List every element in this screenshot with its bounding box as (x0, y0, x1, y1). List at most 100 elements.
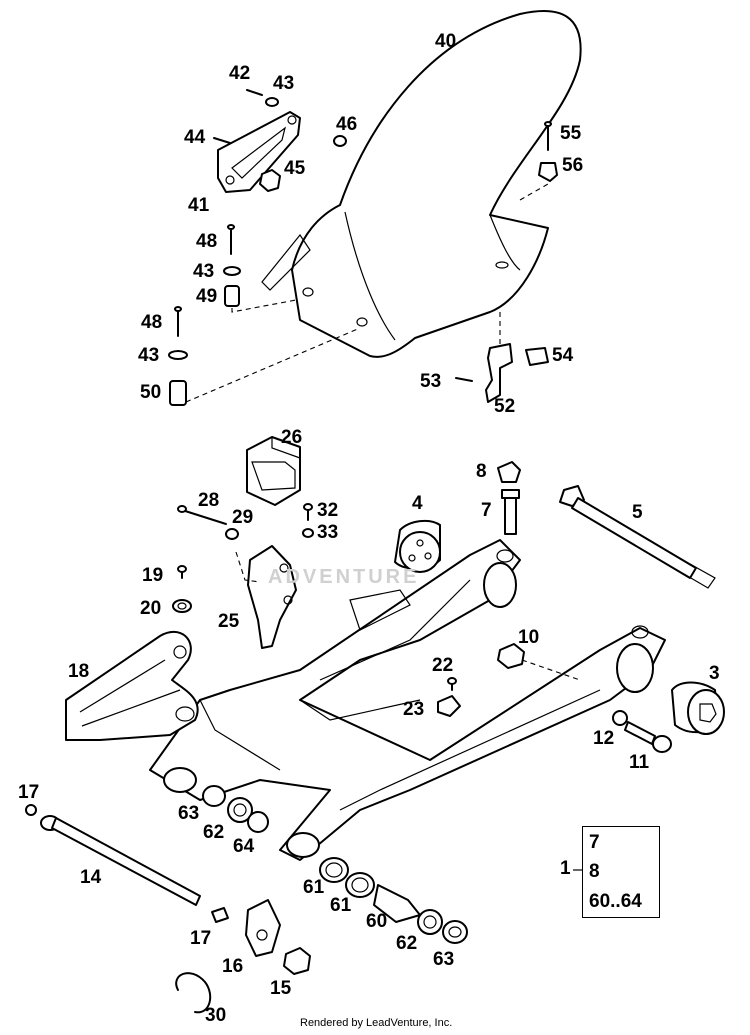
clip-ring-30 (175, 972, 212, 1014)
callout-40: 40 (435, 31, 457, 52)
chain-adjuster-3 (671, 681, 725, 735)
washer-43-upper (223, 266, 241, 276)
callout-46: 46 (336, 114, 358, 135)
fender-bracket (217, 111, 301, 193)
callout-50: 50 (140, 382, 162, 403)
plate-16 (245, 899, 281, 957)
callout-48-lower: 48 (141, 312, 163, 333)
callout-26: 26 (281, 427, 303, 448)
bolt-11 (624, 721, 672, 753)
nut-10 (497, 643, 525, 669)
callout-44: 44 (184, 127, 206, 148)
chain-adjuster-4 (394, 519, 441, 573)
callout-49: 49 (196, 286, 218, 307)
grommet-20 (172, 599, 192, 613)
callout-56: 56 (562, 155, 584, 176)
washer-33 (302, 528, 314, 538)
callout-17-lower: 17 (190, 928, 212, 949)
screw-48-lower (174, 306, 182, 337)
ring-64 (247, 811, 269, 833)
plug-46 (333, 135, 347, 147)
kit-item: 8 (589, 861, 600, 882)
callout-53: 53 (420, 371, 442, 392)
callout-18: 18 (68, 661, 90, 682)
callout-12: 12 (593, 728, 615, 749)
callout-45: 45 (284, 158, 306, 179)
cap-63-b (442, 920, 468, 944)
sleeve-60 (373, 884, 421, 923)
callout-3: 3 (709, 663, 720, 684)
callout-11: 11 (629, 752, 650, 773)
kit-item: 60..64 (589, 891, 642, 912)
cap-63-a (202, 785, 226, 807)
callout-5: 5 (632, 502, 643, 523)
kit-item: 7 (589, 832, 600, 853)
callout-23: 23 (403, 699, 425, 720)
callout-14: 14 (80, 867, 102, 888)
callout-63-upper: 63 (178, 803, 200, 824)
callout-62-lower: 62 (396, 933, 418, 954)
spacer-50 (169, 380, 187, 406)
washer-43 (265, 97, 279, 107)
callout-1: 1 (560, 858, 571, 879)
screw-22 (447, 677, 457, 691)
callout-43: 43 (273, 73, 295, 94)
callout-42: 42 (229, 63, 251, 84)
cap-17-lower (211, 907, 229, 923)
kit-contents-box: 7 8 60..64 (582, 826, 660, 918)
callout-28: 28 (198, 490, 220, 511)
bolt-28 (177, 505, 227, 525)
screw-32 (303, 503, 313, 521)
bolt-42 (246, 89, 263, 96)
guide-bracket-25 (247, 545, 297, 649)
pivot-shaft-14 (40, 815, 201, 906)
washer-29 (225, 528, 239, 540)
callout-33: 33 (317, 522, 339, 543)
clip-54 (525, 347, 549, 366)
screw-19 (177, 565, 187, 579)
nut-45 (259, 169, 281, 192)
washer-12 (612, 710, 628, 726)
seal-62-a (227, 797, 253, 823)
swingarm (149, 539, 666, 861)
callout-43-lower: 43 (138, 345, 160, 366)
nut-8 (497, 461, 521, 483)
callout-52: 52 (494, 396, 516, 417)
seal-62-b (417, 909, 443, 935)
callout-15: 15 (270, 978, 292, 999)
nut-56 (538, 162, 558, 182)
bearing-61-a (319, 857, 349, 883)
clamp-23 (437, 695, 461, 717)
screw-48-upper (227, 224, 235, 255)
callout-30: 30 (205, 1005, 227, 1026)
callout-16: 16 (222, 956, 244, 977)
callout-19: 19 (142, 565, 164, 586)
callout-64: 64 (233, 836, 255, 857)
watermark-text: ADVENTURE (268, 566, 420, 588)
callout-10: 10 (518, 627, 540, 648)
callout-61-b: 61 (330, 895, 352, 916)
chain-guide-block-26 (246, 436, 301, 506)
axle-5 (559, 485, 716, 589)
bracket-52 (455, 343, 513, 403)
callout-7: 7 (481, 500, 492, 521)
callout-32: 32 (317, 500, 339, 521)
callout-54: 54 (552, 345, 574, 366)
footer-credit: Rendered by LeadVenture, Inc. (300, 1017, 453, 1029)
callout-4: 4 (412, 493, 423, 514)
callout-63-lower: 63 (433, 949, 455, 970)
bolt-55 (544, 121, 552, 151)
chain-guard-18 (65, 630, 199, 741)
rear-fender (261, 10, 582, 358)
bearing-61-b (345, 872, 375, 898)
callout-41: 41 (188, 195, 210, 216)
callout-43-mid: 43 (193, 261, 215, 282)
cap-17-upper (25, 804, 37, 816)
callout-29: 29 (232, 507, 254, 528)
bolt-44 (213, 137, 231, 144)
callout-8: 8 (476, 461, 487, 482)
bolt-7 (501, 489, 520, 535)
callout-60: 60 (366, 911, 388, 932)
